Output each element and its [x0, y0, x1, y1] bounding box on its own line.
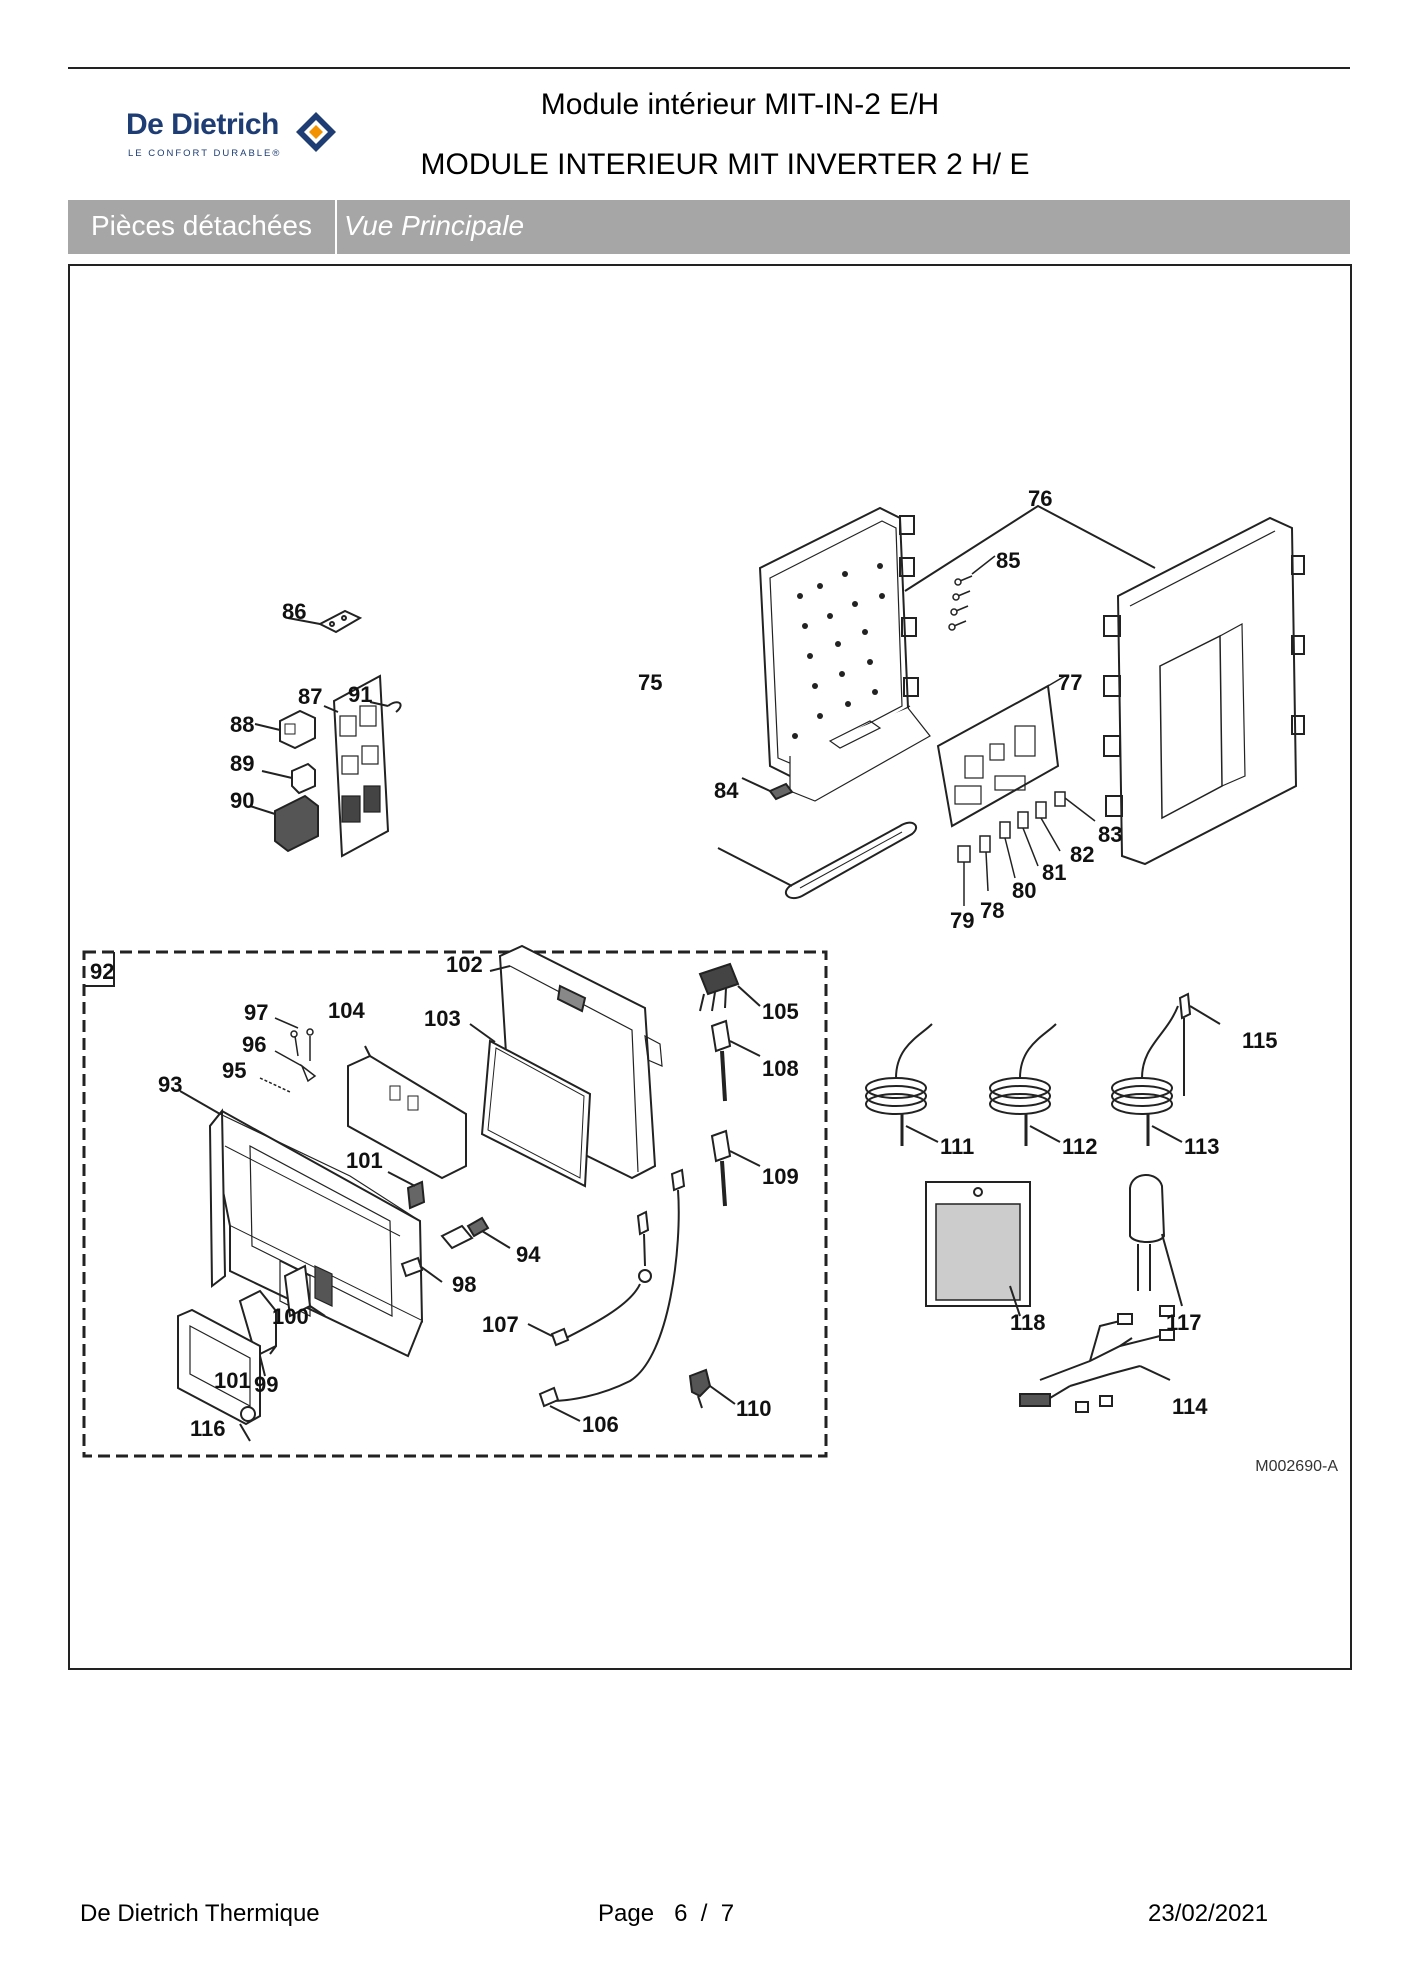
- part-label-101-lower: 101: [214, 1368, 251, 1393]
- footer-company: De Dietrich Thermique: [80, 1900, 320, 1927]
- part-label-116: 116: [190, 1416, 226, 1441]
- probe-111-drawing: [865, 1023, 939, 1146]
- main-pcb-drawing: [936, 675, 1066, 828]
- footer-page: Page 6 / 7: [598, 1900, 734, 1928]
- part-label-106: 106: [582, 1412, 619, 1437]
- part-label-98: 98: [452, 1272, 476, 1297]
- part-label-89: 89: [230, 751, 254, 776]
- bracket-86-drawing: [287, 609, 363, 634]
- part-label-107: 107: [482, 1312, 519, 1337]
- part-label-77: 77: [1058, 670, 1082, 695]
- control-box-drawing: [179, 1090, 424, 1358]
- part-label-79: 79: [950, 908, 974, 933]
- part-label-115: 115: [1242, 1028, 1278, 1053]
- part-label-110: 110: [736, 1396, 772, 1421]
- part-label-85: 85: [996, 548, 1020, 573]
- document-subtitle: MODULE INTERIEUR MIT INVERTER 2 H/ E: [420, 148, 1030, 181]
- exploded-parts-diagram: 75 76 77 78 79 80 81 82 83 84 85 86 87 8…: [82, 486, 1305, 1458]
- part-label-93: 93: [158, 1072, 182, 1097]
- section-divider: [335, 200, 337, 254]
- rear-housing-drawing: [758, 506, 931, 802]
- part-label-82: 82: [1070, 842, 1094, 867]
- part-label-118: 118: [1010, 1310, 1046, 1335]
- part-label-95: 95: [222, 1058, 246, 1083]
- part-label-102: 102: [446, 952, 483, 977]
- probe-113-drawing: [1111, 1005, 1183, 1146]
- screws-drawing: [948, 555, 996, 631]
- panel-103-drawing: [469, 1023, 592, 1188]
- document-title: Module intérieur MIT-IN-2 E/H: [540, 88, 940, 121]
- terminal-blocks-drawing: [249, 701, 402, 853]
- section-label: Pièces détachées: [90, 210, 313, 241]
- cable-106-drawing: [538, 1168, 686, 1422]
- part-label-109: 109: [762, 1164, 799, 1189]
- document-pouch-drawing: [925, 1181, 1031, 1317]
- section-bar: Pièces détachées Vue Principale: [68, 200, 1350, 254]
- part-label-103: 103: [424, 1006, 461, 1031]
- part-label-99: 99: [254, 1372, 278, 1397]
- terminal-board-drawing: [323, 674, 390, 858]
- brand-name: De Dietrich: [126, 108, 279, 141]
- cable-107-drawing: [527, 1210, 652, 1347]
- clip-110-drawing: [688, 1368, 736, 1409]
- drawing-reference: M002690-A: [1255, 1458, 1338, 1475]
- diamond-logo-icon: [296, 112, 336, 152]
- part-label-86: 86: [282, 599, 306, 624]
- view-label: Vue Principale: [344, 210, 525, 241]
- part-label-97: 97: [244, 1000, 268, 1025]
- part-label-92: 92: [90, 959, 114, 984]
- page-current: 6: [674, 1900, 688, 1927]
- connector-115-drawing: [1178, 992, 1221, 1096]
- part-label-105: 105: [762, 999, 799, 1024]
- subassembly-92-outline: [82, 950, 828, 1458]
- part-label-117: 117: [1166, 1310, 1202, 1335]
- brand-tagline: LE CONFORT DURABLE®: [128, 148, 282, 159]
- page-total: 7: [720, 1900, 735, 1927]
- brand-logo: De Dietrich LE CONFORT DURABLE®: [126, 106, 366, 166]
- part-label-88: 88: [230, 712, 254, 737]
- part-label-100: 100: [272, 1304, 309, 1329]
- wiring-harness-drawing: [1019, 1305, 1175, 1413]
- part-label-75: 75: [638, 670, 662, 695]
- part-label-87: 87: [298, 684, 322, 709]
- header-rule: [68, 67, 1350, 69]
- part-label-90: 90: [230, 788, 254, 813]
- part-label-108: 108: [762, 1056, 799, 1081]
- footer-date: 23/02/2021: [1148, 1900, 1269, 1927]
- front-cover-drawing: [1103, 516, 1305, 866]
- part-label-76: 76: [1028, 486, 1052, 511]
- part-label-113: 113: [1184, 1134, 1220, 1159]
- board-104-drawing: [347, 1045, 467, 1180]
- part-label-96: 96: [242, 1032, 266, 1057]
- connector-105-drawing: [698, 962, 761, 1012]
- part-label-91: 91: [348, 682, 372, 707]
- part-label-111: 111: [940, 1134, 974, 1159]
- part-label-104: 104: [328, 998, 365, 1023]
- part-label-78: 78: [980, 898, 1004, 923]
- diagram-frame: 75 76 77 78 79 80 81 82 83 84 85 86 87 8…: [68, 264, 1352, 1670]
- part-label-81: 81: [1042, 860, 1066, 885]
- gasket-drawing: [717, 777, 918, 900]
- part-label-80: 80: [1012, 878, 1036, 903]
- part-label-112: 112: [1062, 1134, 1098, 1159]
- part-label-101-upper: 101: [346, 1148, 383, 1173]
- display-unit-drawing: [177, 1308, 261, 1442]
- part-label-114: 114: [1172, 1394, 1208, 1419]
- plug-117-drawing: [1129, 1174, 1183, 1307]
- small-screws-drawing: [259, 1017, 317, 1093]
- part-label-94: 94: [516, 1242, 541, 1267]
- part-label-83: 83: [1098, 822, 1122, 847]
- clips-drawing: [387, 1171, 511, 1283]
- page-word: Page: [598, 1900, 655, 1927]
- connectors-drawing: [957, 791, 1096, 906]
- probe-112-drawing: [989, 1023, 1061, 1146]
- sensors-drawing: [710, 1019, 761, 1207]
- part-label-84: 84: [714, 778, 739, 803]
- page-separator: /: [700, 1900, 708, 1927]
